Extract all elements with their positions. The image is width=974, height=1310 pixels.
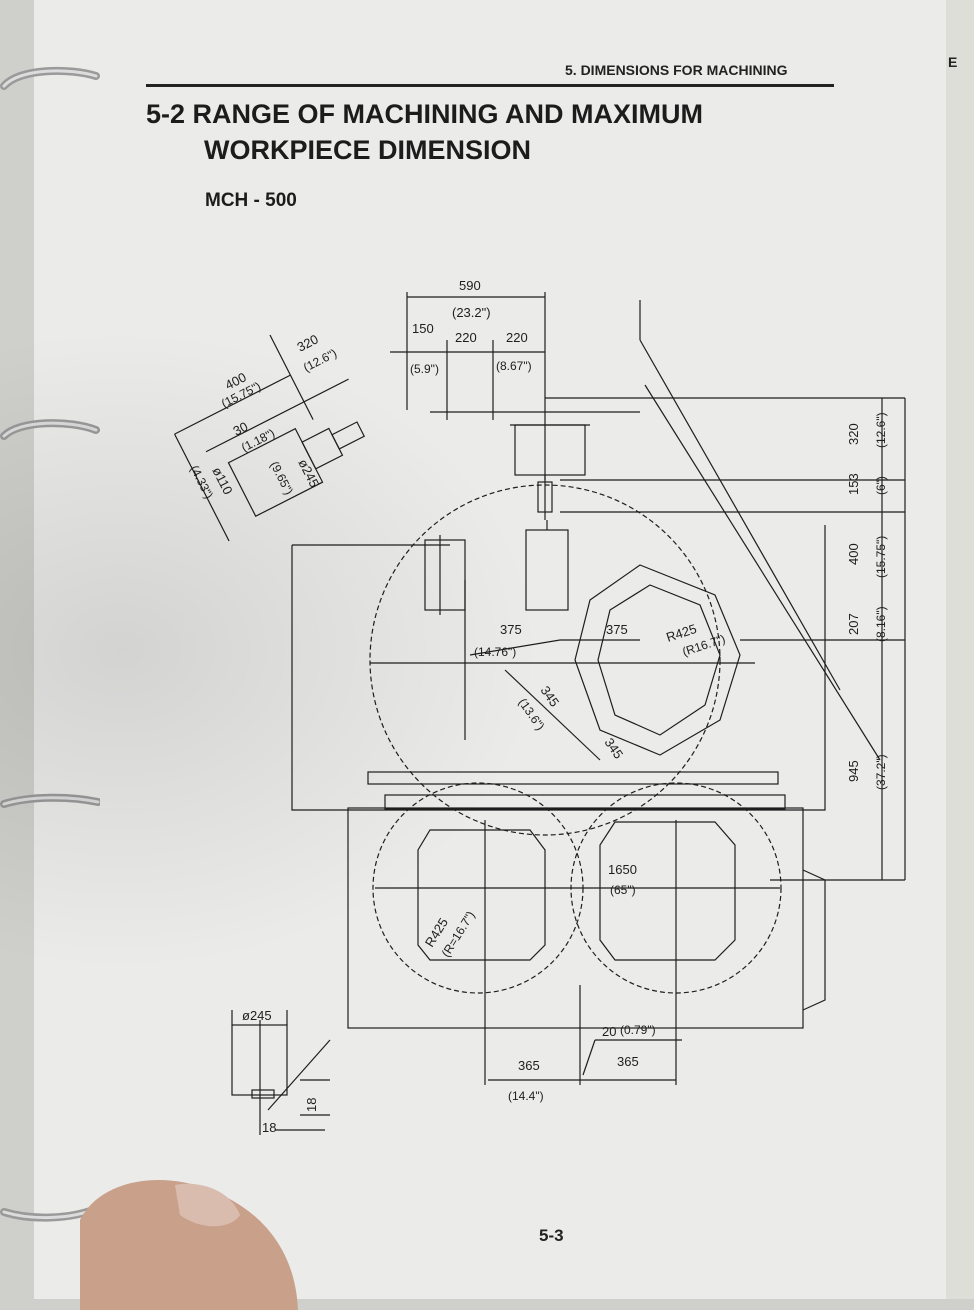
dim-right-400: 400 — [846, 543, 861, 565]
binder-ring-icon — [0, 793, 100, 808]
dim-220-b: 220 — [506, 330, 528, 345]
page-title: 5-2 RANGE OF MACHINING AND MAXIMUM WORKP… — [146, 96, 703, 168]
dim-right-207-in: (8.16") — [874, 606, 888, 642]
next-page-letter: E — [948, 54, 958, 70]
dim-pallet-r425-in: (R=16.7") — [439, 909, 478, 960]
dim-right-320: 320 — [846, 423, 861, 445]
dim-375-a: 375 — [500, 622, 522, 637]
binder-ring-icon — [0, 419, 100, 440]
dim-365-a: 365 — [518, 1058, 540, 1073]
dim-590-in: (23.2") — [452, 305, 491, 320]
dim-right-207: 207 — [846, 613, 861, 635]
dim-220-a: 220 — [455, 330, 477, 345]
dim-345-in: (13.6") — [516, 696, 548, 733]
header-rule — [146, 84, 834, 87]
binder-ring-icon — [0, 66, 100, 90]
dim-220-in: (8.67") — [496, 359, 532, 373]
dim-right-153-in: (6") — [874, 476, 888, 495]
dim-holder-18-b: 18 — [304, 1098, 319, 1112]
table-guard — [367, 771, 779, 785]
dim-holder-18-a: 18 — [262, 1120, 276, 1135]
dim-20-in: (0.79") — [620, 1023, 656, 1037]
dim-20: 20 — [602, 1024, 616, 1039]
dim-right-400-in: (15.75") — [874, 536, 888, 578]
dim-365-in: (14.4") — [508, 1089, 544, 1103]
pallet-left — [417, 829, 546, 961]
dim-245-in: (9.65") — [267, 459, 296, 497]
dim-30: 30 — [231, 419, 251, 439]
dim-right-945: 945 — [846, 760, 861, 782]
dim-holder-245: ø245 — [242, 1008, 272, 1023]
thumb-icon — [80, 1180, 298, 1310]
pallet-right — [599, 821, 736, 961]
dim-right-945-in: (37.2") — [874, 754, 888, 790]
title-line-1: 5-2 RANGE OF MACHINING AND MAXIMUM — [146, 99, 703, 129]
spindle-box — [514, 424, 586, 476]
page-number: 5-3 — [539, 1226, 564, 1245]
dim-150-in: (5.9") — [410, 362, 439, 376]
section-header: 5. DIMENSIONS FOR MACHINING — [565, 62, 788, 78]
pallet-changer — [347, 807, 804, 1029]
manual-page — [34, 0, 946, 1299]
tool-body — [525, 529, 569, 611]
dim-150: 150 — [412, 321, 434, 336]
title-line-2: WORKPIECE DIMENSION — [204, 135, 532, 165]
next-page-edge — [946, 0, 974, 1299]
dim-110-in: (4.33") — [187, 463, 216, 501]
dim-590: 590 — [459, 278, 481, 293]
table-swing-circle — [369, 484, 721, 836]
dim-345: 345 — [538, 683, 563, 709]
dim-1650: 1650 — [608, 862, 637, 877]
dim-320: 320 — [295, 331, 321, 354]
dim-right-320-in: (12.6") — [874, 412, 888, 448]
dim-1650-in: (65") — [610, 883, 636, 897]
model-label: MCH - 500 — [205, 190, 297, 211]
dim-375-in: (14.76") — [474, 645, 516, 659]
dim-365-b: 365 — [617, 1054, 639, 1069]
dim-375-b: 375 — [606, 622, 628, 637]
pallet-octagon — [574, 564, 741, 756]
dim-245: ø245 — [295, 457, 322, 490]
dim-right-153: 153 — [846, 473, 861, 495]
